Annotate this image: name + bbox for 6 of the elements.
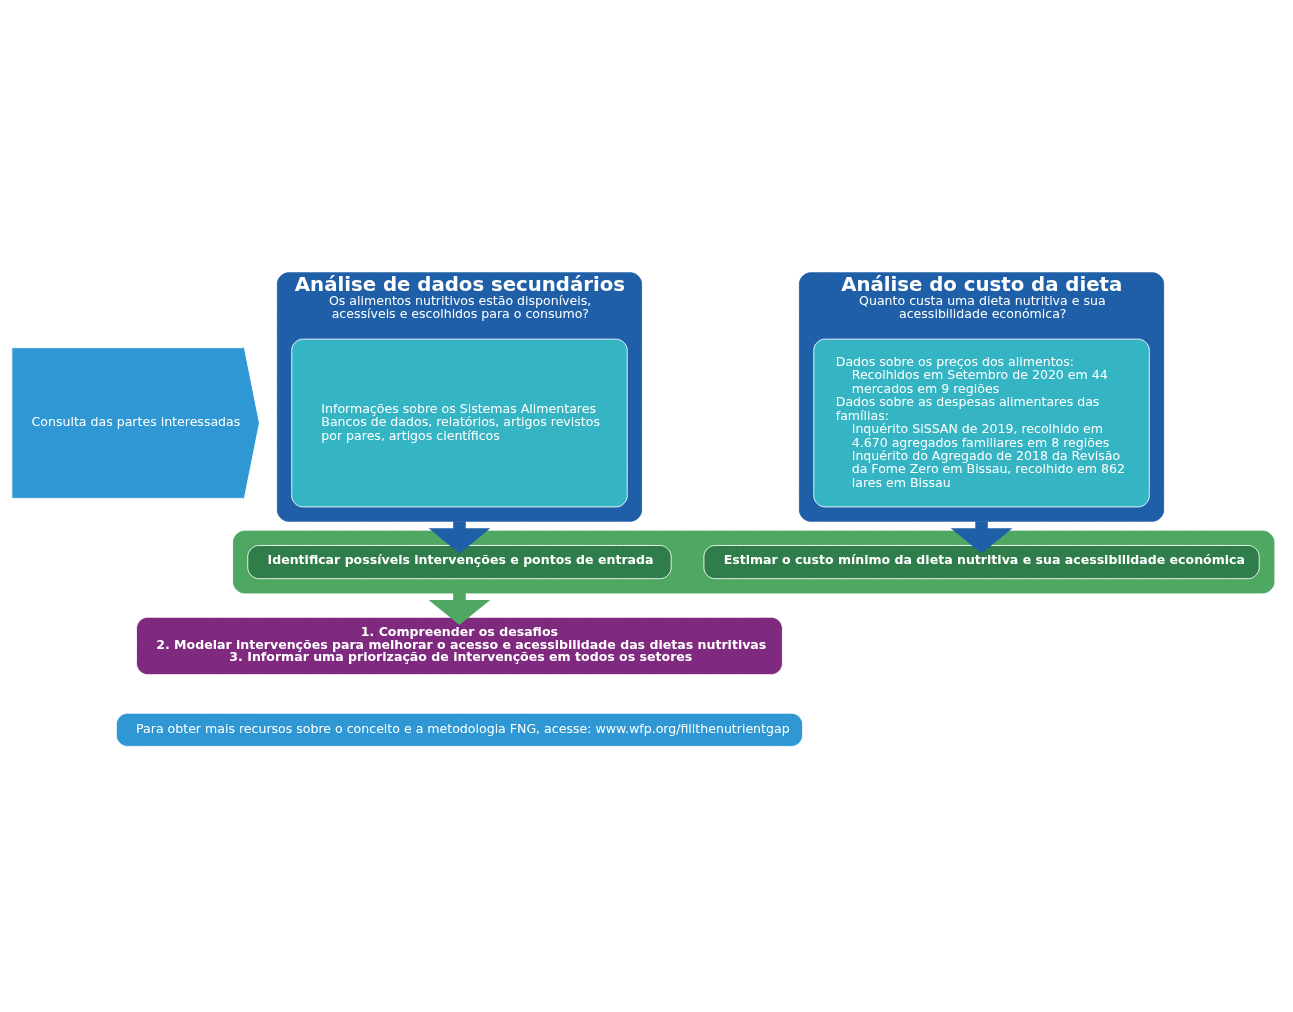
node-box: Dados sobre os preços dos alimentos: Recolhidos em Setembro de 2020 em 44 mercados em 9 regiões Dados sobre as despesas alimentares das famílias: Inquérito SiSSAN de 2019, recolhido em 4.670 agregados familiares em 8 regiões Inquérito do Agregado de 2018 da Revisão da Fome Zero em Bissau, recolhido em 862 lares em Bissau [813, 338, 1150, 508]
node-box: Informações sobre os Sistemas Alimentares Bancos de dados, relatórios, artigos revistos por pares, artigos científicos [291, 338, 628, 508]
node-box: Identificar possíveis intervenções e pontos de entrada [247, 545, 672, 580]
node-box: Estimar o custo mínimo da dieta nutritiva e sua acessibilidade económica [703, 545, 1260, 580]
node-box: Para obter mais recursos sobre o conceito e a metodologia FNG, acesse: www.wfp.org/fillthenutrientgap [115, 712, 804, 747]
node-box: 1. Compreender os desafios 2. Modelar intervenções para melhorar o acesso e acessibilidade das dietas nutritivas 3. Informar uma priorização de intervenções em todos os setores [136, 616, 783, 676]
